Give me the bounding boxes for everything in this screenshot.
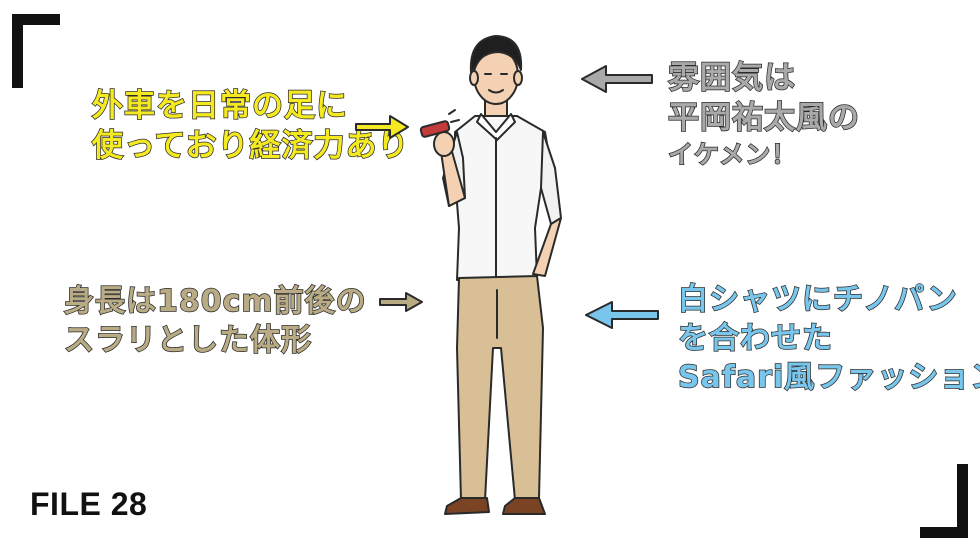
caption-line: 雰囲気は bbox=[667, 59, 796, 97]
caption-line: 使っており経済力あり bbox=[91, 128, 410, 166]
arrow-left-icon bbox=[581, 65, 653, 93]
pants bbox=[456, 275, 544, 501]
man-illustration bbox=[419, 35, 562, 515]
caption-line: 外車を日常の足に bbox=[91, 87, 348, 125]
caption-line: スラリとした体形 bbox=[63, 322, 312, 359]
ear-left bbox=[469, 70, 479, 86]
shoe-right bbox=[502, 497, 546, 515]
caption-line: Safari風ファッション bbox=[677, 359, 980, 396]
shirt bbox=[454, 115, 554, 281]
caption-mood: 雰囲気は 平岡祐太風の イケメン！ bbox=[667, 58, 860, 171]
caption-line: イケメン！ bbox=[667, 139, 798, 169]
shirt-collar bbox=[476, 113, 516, 141]
caption-fashion: 白シャツにチノパン を合わせた Safari風ファッション bbox=[677, 280, 980, 397]
shoe-left bbox=[444, 497, 490, 515]
arrow-left-icon bbox=[585, 301, 659, 329]
bracket-bar bbox=[920, 527, 968, 538]
forearm-right bbox=[532, 217, 562, 277]
ear-right bbox=[513, 70, 523, 86]
caption-height: 身長は180cm前後の スラリとした体形 bbox=[63, 282, 367, 360]
bracket-bar bbox=[957, 464, 968, 538]
arrow-right-icon bbox=[355, 115, 409, 139]
corner-bracket-top-left bbox=[12, 14, 60, 88]
bracket-bar bbox=[12, 14, 60, 25]
caption-line: を合わせた bbox=[677, 320, 833, 357]
key-motion-lines bbox=[448, 109, 460, 123]
hand-left bbox=[433, 131, 455, 157]
car-key-icon bbox=[419, 120, 451, 138]
mouth bbox=[488, 89, 504, 94]
bracket-bar bbox=[12, 14, 23, 88]
shirt-sleeve-right bbox=[540, 131, 562, 225]
caption-line: 白シャツにチノパン bbox=[677, 281, 958, 318]
file-number-label: FILE 28 bbox=[30, 486, 148, 522]
caption-line: 平岡祐太風の bbox=[667, 100, 860, 138]
caption-line: 身長は180cm前後の bbox=[63, 283, 367, 320]
arrow-right-icon bbox=[379, 292, 423, 312]
caption-car: 外車を日常の足に 使っており経済力あり bbox=[91, 86, 410, 167]
hair bbox=[469, 35, 523, 73]
corner-bracket-bottom-right bbox=[920, 464, 968, 538]
